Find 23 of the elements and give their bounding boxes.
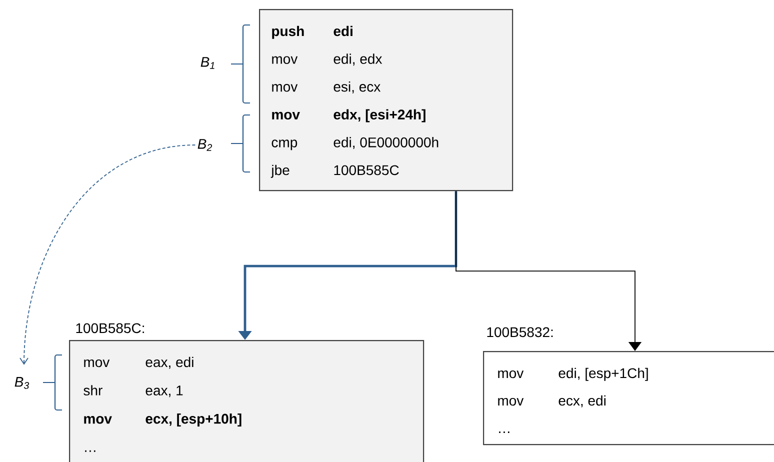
code-line: mov esi, ecx [272, 81, 380, 94]
arrow [20, 144, 196, 365]
block-label: B$_{3}$ [14, 377, 30, 389]
code-line: … [85, 450, 96, 452]
address-label: 100B585C: [76, 323, 144, 334]
code-line: mov eax, edi [84, 356, 194, 369]
code-line: mov edx, [esi+24h] [272, 109, 426, 122]
code-line: mov ecx, edi [498, 395, 606, 408]
code-box [483, 351, 774, 446]
code-line: … [499, 432, 510, 433]
code-line: mov edi, [esp+1Ch] [498, 368, 648, 381]
code-box [69, 340, 424, 462]
code-box [259, 9, 514, 192]
code-line: jbe 100B585C [270, 164, 399, 178]
arrow [456, 190, 642, 351]
block-label: B$_{2}$ [198, 139, 212, 151]
code-line: shr eax, 1 [84, 385, 183, 398]
code-line: push edi [272, 26, 352, 39]
block-label: B$_{1}$ [200, 57, 214, 69]
code-line: mov ecx, [esp+10h] [84, 413, 242, 426]
address-label: 100B5832: [487, 327, 553, 338]
code-line: cmp edi, 0E0000000h [272, 137, 438, 150]
code-line: mov edi, edx [272, 54, 382, 66]
